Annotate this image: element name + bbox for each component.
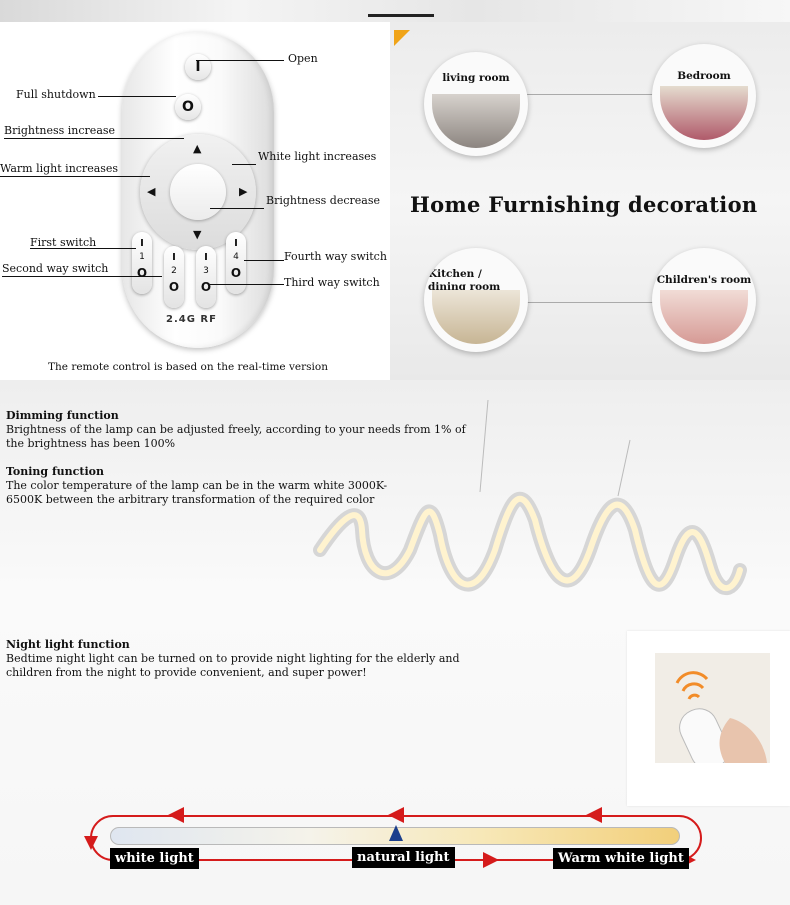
rf-label: 2.4G RF bbox=[166, 314, 217, 325]
arrow-left-icon bbox=[168, 807, 184, 823]
key-2-number: 2 bbox=[171, 266, 177, 276]
label-open: Open bbox=[288, 52, 318, 65]
room-living: living room bbox=[424, 52, 528, 156]
line-warm-light bbox=[0, 176, 150, 177]
dimming-feature: Dimming function Brightness of the lamp … bbox=[6, 409, 486, 451]
warm-white-light-label: Warm white light bbox=[553, 848, 689, 869]
remote-control-image: I O ▲ ▼ ◀ ▶ I 1 O I 2 O I 3 O I 4 O 2.4 bbox=[122, 32, 274, 348]
key-3-number: 3 bbox=[203, 266, 209, 276]
key-1-number: 1 bbox=[139, 252, 145, 262]
label-brightness-increase: Brightness increase bbox=[4, 124, 116, 137]
spiral-lamp-image bbox=[313, 400, 747, 596]
arrow-left-icon bbox=[388, 807, 404, 823]
dimming-heading: Dimming function bbox=[6, 409, 119, 422]
line-brightness-increase bbox=[4, 138, 184, 139]
label-first-switch: First switch bbox=[30, 236, 97, 249]
remote-caption: The remote control is based on the real-… bbox=[48, 361, 328, 373]
dpad-center bbox=[170, 164, 226, 220]
remote-panel: I O ▲ ▼ ◀ ▶ I 1 O I 2 O I 3 O I 4 O 2.4 bbox=[0, 22, 390, 380]
natural-light-label: natural light bbox=[352, 847, 455, 868]
night-light-remote-image bbox=[627, 631, 790, 806]
night-light-photo bbox=[655, 653, 770, 770]
line-second-switch bbox=[2, 276, 162, 277]
label-fourth-switch: Fourth way switch bbox=[284, 250, 387, 263]
home-furnishing-title: Home Furnishing decoration bbox=[410, 192, 758, 217]
direction-pad: ▲ ▼ ◀ ▶ bbox=[140, 134, 256, 250]
connector-top bbox=[526, 94, 656, 95]
rooms-panel: living room Bedroom Home Furnishing deco… bbox=[390, 22, 790, 380]
toning-feature: Toning function The color temperature of… bbox=[6, 465, 416, 507]
night-heading: Night light function bbox=[6, 638, 130, 651]
line-brightness-decrease bbox=[210, 208, 264, 209]
night-feature: Night light function Bedtime night light… bbox=[6, 638, 506, 680]
arrow-left-icon bbox=[586, 807, 602, 823]
room-children-photo bbox=[660, 290, 748, 344]
label-third-switch: Third way switch bbox=[284, 276, 380, 289]
key-2-on: I bbox=[172, 252, 176, 263]
top-divider bbox=[368, 14, 434, 17]
dimming-text: Brightness of the lamp can be adjusted f… bbox=[6, 423, 466, 450]
room-bedroom: Bedroom bbox=[652, 44, 756, 148]
power-off-button: O bbox=[175, 94, 201, 120]
room-living-label: living room bbox=[442, 72, 510, 84]
room-living-photo bbox=[432, 94, 520, 148]
key-1: I 1 O bbox=[132, 232, 152, 294]
power-on-button: I bbox=[185, 54, 211, 80]
line-first-switch bbox=[30, 248, 136, 249]
arrow-down-icon bbox=[84, 836, 98, 850]
label-full-shutdown: Full shutdown bbox=[16, 88, 96, 101]
key-4: I 4 O bbox=[226, 232, 246, 294]
corner-accent bbox=[394, 30, 410, 46]
room-children: Children's room bbox=[652, 248, 756, 352]
arrow-down-icon: ▼ bbox=[193, 228, 202, 241]
line-white-light bbox=[232, 164, 256, 165]
arrow-right-icon bbox=[483, 852, 499, 868]
key-3: I 3 O bbox=[196, 246, 216, 308]
white-light-label: white light bbox=[110, 848, 199, 869]
label-brightness-decrease: Brightness decrease bbox=[266, 194, 380, 207]
connector-bottom bbox=[526, 302, 656, 303]
room-bedroom-photo bbox=[660, 86, 748, 140]
arrow-left-icon: ◀ bbox=[147, 185, 156, 198]
room-bedroom-label: Bedroom bbox=[677, 70, 731, 82]
toning-text: The color temperature of the lamp can be… bbox=[6, 479, 388, 506]
night-text: Bedtime night light can be turned on to … bbox=[6, 652, 460, 679]
toning-heading: Toning function bbox=[6, 465, 104, 478]
natural-light-marker-icon bbox=[389, 825, 403, 841]
arrow-right-icon: ▶ bbox=[239, 185, 248, 198]
top-strip bbox=[0, 0, 790, 22]
key-4-number: 4 bbox=[233, 252, 239, 262]
arrow-up-icon: ▲ bbox=[193, 142, 202, 155]
room-kitchen-photo bbox=[432, 290, 520, 344]
key-3-on: I bbox=[204, 252, 208, 263]
line-third-switch bbox=[210, 284, 284, 285]
room-children-label: Children's room bbox=[656, 274, 752, 286]
label-warm-light: Warm light increases bbox=[0, 162, 119, 175]
label-white-light: White light increases bbox=[258, 150, 377, 163]
line-fourth-switch bbox=[244, 260, 284, 261]
room-kitchen: Kitchen / dining room bbox=[424, 248, 528, 352]
label-second-switch: Second way switch bbox=[2, 262, 109, 275]
key-2-off: O bbox=[168, 280, 180, 294]
key-4-off: O bbox=[230, 266, 242, 280]
key-1-on: I bbox=[140, 238, 144, 249]
key-4-on: I bbox=[234, 238, 238, 249]
key-1-off: O bbox=[136, 266, 148, 280]
line-full-shutdown bbox=[98, 96, 176, 97]
key-3-off: O bbox=[200, 280, 212, 294]
key-2: I 2 O bbox=[164, 246, 184, 308]
line-open bbox=[196, 60, 284, 61]
